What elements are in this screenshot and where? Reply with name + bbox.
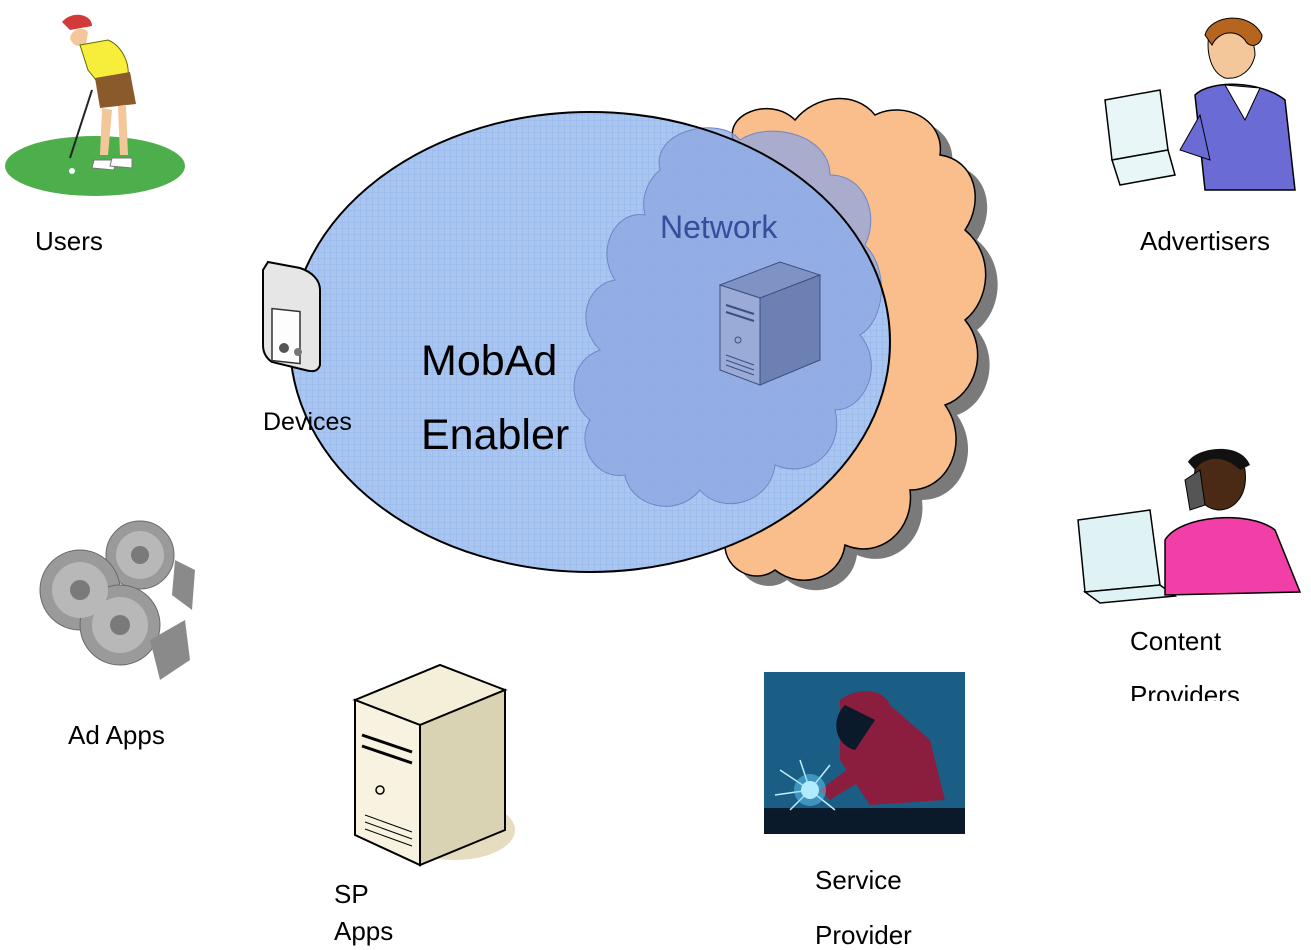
label-provider: Provider xyxy=(815,920,912,950)
label-sp: SP xyxy=(334,879,369,909)
pda-device-icon xyxy=(262,260,321,373)
golfer-user-icon xyxy=(5,14,185,196)
network-server-icon xyxy=(718,261,822,386)
label-devices: Devices xyxy=(263,408,352,436)
label-users: Users xyxy=(35,226,103,256)
label-service: Service xyxy=(815,865,902,895)
label-enabler: Enabler xyxy=(421,411,570,459)
label-mobad: MobAd xyxy=(421,337,558,385)
welder-service-provider-icon xyxy=(764,672,965,834)
label-ad-apps: Ad Apps xyxy=(68,720,165,750)
gears-icon xyxy=(39,520,195,680)
content-provider-icon xyxy=(1077,448,1302,604)
sp-apps-server-icon xyxy=(352,663,515,867)
advertiser-icon xyxy=(1104,17,1296,191)
label-network: Network xyxy=(660,209,778,245)
label-content: Content xyxy=(1130,626,1222,656)
label-advertisers: Advertisers xyxy=(1140,226,1271,256)
label-apps: Apps xyxy=(334,916,394,946)
label-providers: Providers xyxy=(1130,680,1240,701)
